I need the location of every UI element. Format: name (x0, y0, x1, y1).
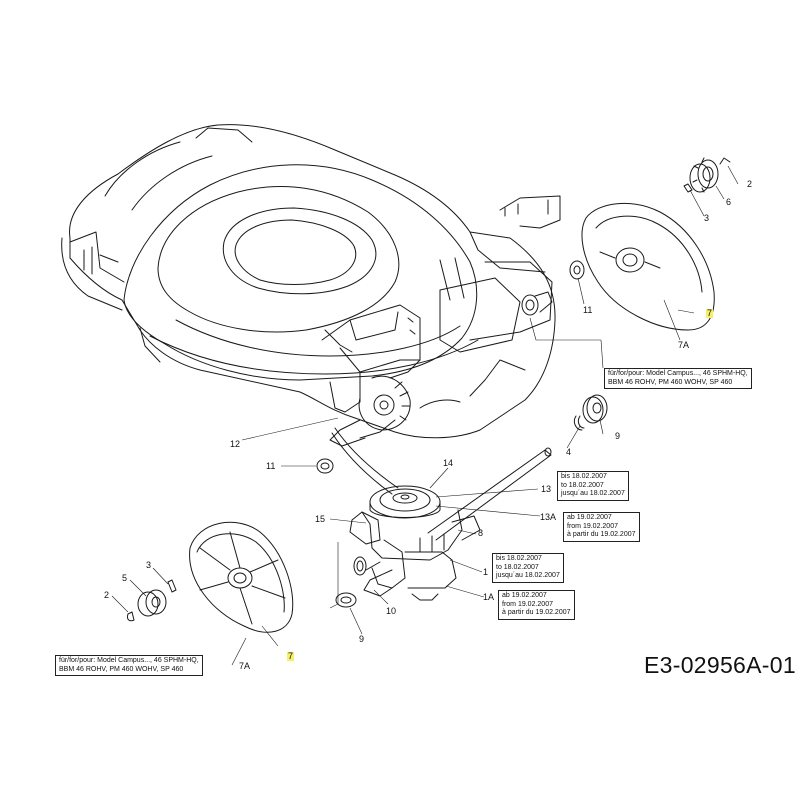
pin-3-top (683, 183, 693, 193)
date-note-1A: ab 19.02.2007 from 19.02.2007 à partir d… (498, 590, 575, 620)
leader-6 (715, 185, 725, 200)
screw-2-low (127, 611, 135, 622)
callout-9-mid: 9 (615, 431, 621, 441)
leader-15 (329, 518, 367, 524)
axle-rod (427, 449, 552, 541)
callout-14: 14 (443, 458, 454, 468)
date-note-1: bis 18.02.2007 to 18.02.2007 jusqu´au 18… (492, 553, 564, 583)
leader-7-top (677, 309, 695, 314)
leader-bracket-left (329, 542, 339, 609)
callout-7A-top: 7A (678, 340, 690, 350)
leader-9-low (349, 607, 363, 635)
leader-14 (429, 467, 449, 489)
date-note-13A: ab 19.02.2007 from 19.02.2007 à partir d… (563, 512, 640, 542)
axle-end (544, 447, 552, 457)
gearbox-mount-bracket (321, 304, 421, 447)
callout-2-top: 2 (747, 179, 753, 189)
leader-8 (457, 529, 477, 535)
leader-10 (373, 589, 389, 605)
leader-model-top (529, 317, 604, 369)
output-shaft (335, 556, 393, 608)
callout-3-low: 3 (146, 560, 152, 570)
gearbox-transmission (349, 509, 481, 601)
leader-3-top (689, 189, 705, 217)
mower-deck (61, 124, 561, 439)
leader-2-low (111, 595, 129, 613)
callout-10: 10 (386, 606, 397, 616)
leader-3-low (152, 567, 169, 585)
leader-2-top (727, 165, 739, 185)
rear-wheel-left (189, 521, 294, 633)
callout-6: 6 (726, 197, 732, 207)
drawing-code: E3-02956A-01 (644, 652, 796, 678)
pin-3-low (167, 579, 177, 593)
callout-2-low: 2 (104, 590, 110, 600)
leader-7-low (261, 625, 279, 647)
leader-13A (435, 505, 541, 517)
drive-pulley (369, 485, 441, 519)
callout-13: 13 (541, 484, 552, 494)
leader-7A-top (663, 299, 681, 341)
callout-7A-low: 7A (239, 661, 251, 671)
callout-7-low: 7 (287, 651, 295, 661)
callout-7-top: 7 (706, 308, 714, 318)
callout-4-mid: 4 (566, 447, 572, 457)
callout-8: 8 (478, 528, 484, 538)
callout-15: 15 (315, 514, 326, 524)
callout-12: 12 (230, 439, 241, 449)
callout-1: 1 (483, 567, 489, 577)
leader-1A (445, 585, 485, 598)
bushing-11 (316, 458, 334, 474)
circlip-4 (573, 415, 585, 431)
leader-13 (435, 488, 539, 498)
bushing-11-top (569, 260, 585, 280)
leader-11-top (577, 277, 585, 305)
leader-7A-low (231, 637, 247, 666)
rear-wheel-right (581, 202, 715, 331)
leader-4 (566, 425, 581, 449)
leader-1 (449, 559, 483, 573)
callout-3-top: 3 (704, 213, 710, 223)
hub-cap-6 (689, 157, 719, 193)
callout-9-low: 9 (359, 634, 365, 644)
date-note-13: bis 18.02.2007 to 18.02.2007 jusqu´au 18… (557, 471, 629, 501)
callout-11-mid: 11 (266, 461, 276, 471)
hub-cap-5 (137, 589, 167, 617)
wheel-axle-stub (521, 291, 553, 316)
callout-1A: 1A (483, 592, 495, 602)
model-note-top: für/for/pour: Model Campus..., 46 SPHM-H… (604, 368, 752, 389)
leader-12 (241, 417, 339, 441)
model-note-bottom: für/for/pour: Model Campus..., 46 SPHM-H… (55, 655, 203, 676)
screw-2-top (719, 157, 731, 165)
leader-9-mid (599, 419, 604, 435)
leader-5 (129, 579, 147, 597)
callout-11-top: 11 (583, 305, 593, 315)
bearing-9-top (582, 394, 608, 424)
callout-13A: 13A (540, 512, 557, 522)
callout-5: 5 (122, 573, 128, 583)
